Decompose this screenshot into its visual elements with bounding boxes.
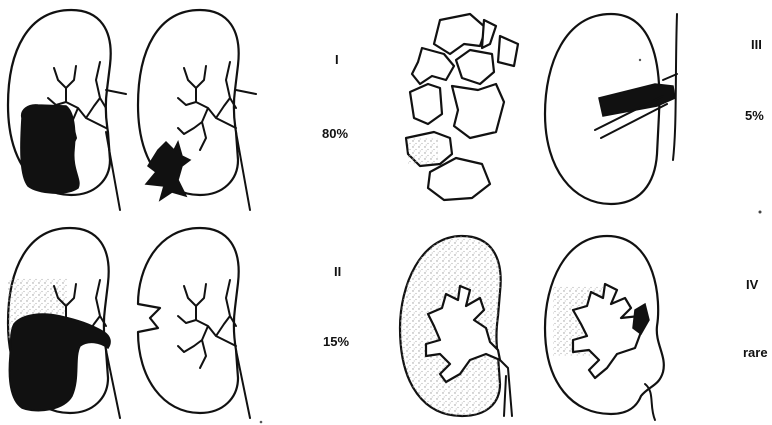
grade-3-kidney-shattered [406,14,518,200]
grade-2-percent: 15% [323,334,349,349]
grade-4-kidney-stippled [400,236,512,416]
grade-4-kidney-pelvic [545,236,664,420]
grade-3-percent: 5% [745,108,764,123]
grade-4-percent: rare [743,345,768,360]
grade-1-kidney-calyceal [138,10,256,210]
grade-1-kidney-hematoma [8,10,126,210]
grade-4-numeral: IV [746,277,758,292]
grade-1-numeral: I [335,52,339,67]
grade-2-kidney-hematoma [8,228,120,418]
grade-3-numeral: III [751,37,762,52]
grade-3-kidney-pedicle [545,14,677,204]
grade-1-percent: 80% [322,126,348,141]
grade-2-numeral: II [334,264,341,279]
grade-2-kidney-laceration [138,228,250,418]
